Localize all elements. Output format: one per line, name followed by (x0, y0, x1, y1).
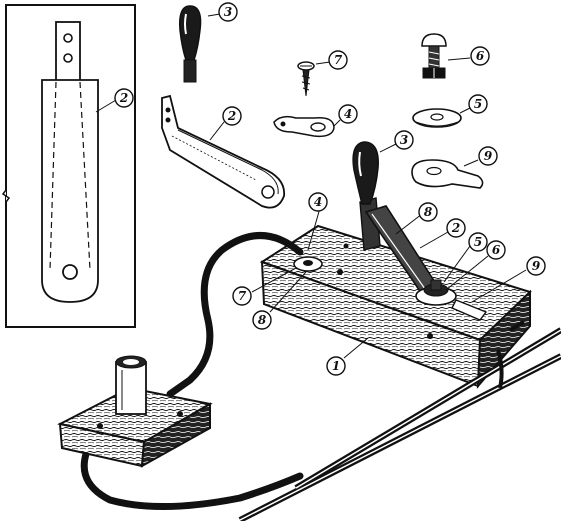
small-base-end (140, 402, 211, 468)
blade-rivet-hole (63, 53, 73, 63)
blade-top-strip (55, 21, 81, 83)
svg-text:7: 7 (238, 289, 247, 303)
callout-5-board: 5 (468, 232, 488, 252)
svg-text:6: 6 (476, 49, 485, 63)
callout-2-board: 2 (446, 218, 466, 238)
callout-3-knob: 3 (218, 2, 238, 22)
leader-line (95, 99, 117, 113)
callout-9-part: 9 (478, 146, 498, 166)
socket-on-block (57, 355, 213, 468)
handle-knob-part (178, 5, 221, 83)
main-switch-assembly (251, 141, 532, 389)
svg-text:8: 8 (258, 313, 267, 327)
callout-2-blade: 2 (222, 106, 242, 126)
callout-6-board: 6 (486, 240, 506, 260)
svg-text:2: 2 (227, 109, 236, 123)
svg-text:8: 8 (424, 205, 433, 219)
svg-text:4: 4 (314, 195, 322, 209)
callout-8-board: 8 (418, 202, 438, 222)
inset-break-line (1, 189, 11, 203)
callout-5-part: 5 (468, 94, 488, 114)
callout-7-part: 7 (328, 50, 348, 70)
blade-hidden-edge (49, 81, 57, 271)
callout-1: 1 (326, 356, 346, 376)
callout-4-board: 4 (308, 192, 328, 212)
wooden-base-end (476, 289, 531, 389)
bolt-nut-part (421, 33, 471, 79)
svg-text:5: 5 (474, 97, 482, 111)
callouts: 1 2 2 2 3 3 4 4 5 5 6 6 7 7 8 8 9 9 (114, 2, 546, 376)
lug-washer-part (273, 115, 341, 138)
svg-text:6: 6 (492, 243, 501, 257)
callout-3-board: 3 (394, 130, 414, 150)
svg-text:4: 4 (344, 107, 352, 121)
callout-7-board: 7 (232, 286, 252, 306)
flat-washer-part (412, 107, 471, 128)
callout-4-part: 4 (338, 104, 358, 124)
blade-pivot-hole (62, 264, 78, 280)
blade-rivet-hole (63, 33, 73, 43)
svg-text:2: 2 (119, 91, 128, 105)
blade-body-outline (41, 79, 99, 303)
callout-2-inset: 2 (114, 88, 134, 108)
bent-blade-part (161, 94, 285, 209)
svg-text:7: 7 (334, 53, 343, 67)
connecting-cable (166, 232, 304, 398)
svg-text:9: 9 (532, 259, 541, 273)
inset-blade-drawing (1, 4, 136, 328)
cables (80, 232, 561, 521)
svg-text:9: 9 (484, 149, 493, 163)
callout-8-side: 8 (252, 310, 272, 330)
blade-hidden-edge (79, 81, 91, 271)
callout-9-board: 9 (526, 256, 546, 276)
svg-text:2: 2 (451, 221, 460, 235)
contact-washer-part (411, 159, 484, 189)
svg-text:3: 3 (224, 5, 232, 19)
wood-screw-part (297, 61, 331, 97)
svg-text:3: 3 (400, 133, 408, 147)
svg-text:5: 5 (474, 235, 482, 249)
svg-text:1: 1 (332, 359, 340, 373)
lamp-cable (80, 436, 304, 510)
callout-6-part: 6 (470, 46, 490, 66)
